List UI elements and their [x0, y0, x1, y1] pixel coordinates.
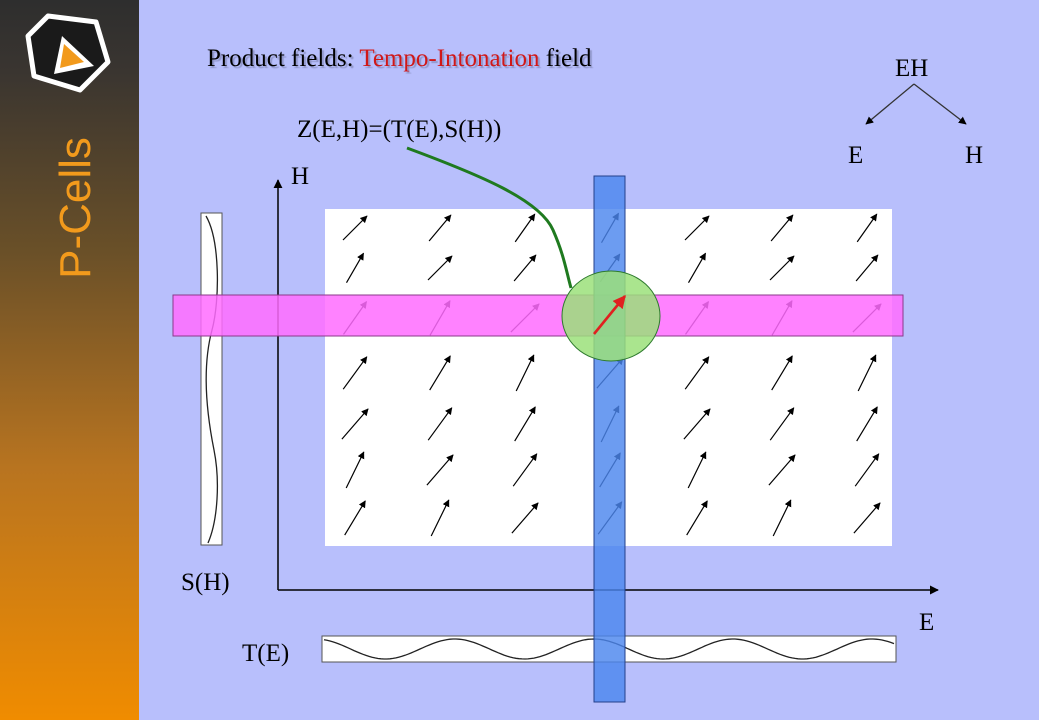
field-arrow — [856, 406, 878, 442]
tree-edge-right — [913, 83, 967, 125]
field-arrow — [511, 502, 539, 534]
field-arrow — [430, 499, 450, 537]
field-arrow — [769, 407, 795, 441]
field-arrow — [683, 408, 711, 440]
field-arrow — [342, 215, 368, 241]
field-arrow — [515, 354, 535, 392]
tempo-curve-label: T(E) — [242, 640, 290, 667]
intonation-curve-box — [200, 212, 223, 546]
tree-edge-left — [865, 83, 915, 125]
tree-right-label: H — [965, 142, 984, 169]
field-arrow — [427, 407, 453, 441]
field-arrow — [771, 355, 793, 391]
formula-label: Z(E,H)=(T(E),S(H)) — [297, 116, 502, 143]
p-cells-logo-icon — [25, 13, 111, 93]
field-arrow — [341, 408, 369, 440]
x-axis-label: E — [919, 609, 935, 636]
field-arrow — [687, 252, 707, 284]
field-arrow — [856, 213, 878, 243]
field-arrow — [770, 214, 794, 242]
title-prefix: Product fields: — [207, 45, 360, 72]
field-arrow — [513, 254, 537, 282]
field-arrow — [344, 500, 366, 536]
title-suffix: field — [539, 45, 592, 72]
field-arrow — [857, 354, 877, 392]
field-arrow — [345, 451, 365, 489]
field-arrow — [684, 215, 710, 241]
field-arrow — [769, 255, 795, 281]
slide-title: Product fields: Tempo-Intonation field — [207, 46, 592, 71]
field-arrow — [855, 254, 879, 282]
field-arrow — [512, 453, 538, 487]
tree-root-label: EH — [895, 55, 929, 82]
focus-arrow — [592, 294, 627, 335]
field-arrow — [684, 356, 710, 390]
sidebar-banner: P-Cells — [0, 0, 139, 720]
field-arrow — [427, 255, 453, 281]
field-arrow — [514, 406, 536, 442]
field-arrow — [426, 454, 454, 486]
focus-circle — [561, 270, 661, 362]
tree-left-label: E — [848, 142, 864, 169]
tempo-band — [593, 175, 626, 703]
field-arrow — [854, 453, 880, 487]
intonation-band — [172, 294, 904, 337]
field-arrow — [429, 355, 451, 391]
field-arrow — [345, 252, 365, 284]
field-arrow — [768, 454, 796, 486]
field-arrow — [428, 214, 452, 242]
intonation-curve-label: S(H) — [181, 569, 230, 596]
field-arrow — [686, 500, 708, 536]
y-axis-label: H — [291, 163, 310, 190]
field-arrow — [342, 356, 368, 390]
field-arrow — [514, 213, 536, 243]
field-arrow — [772, 499, 792, 537]
field-arrow — [853, 502, 881, 534]
field-arrow — [687, 451, 707, 489]
formula-connector — [406, 146, 573, 289]
intonation-curve — [205, 215, 219, 544]
title-highlight: Tempo-Intonation — [359, 45, 540, 72]
